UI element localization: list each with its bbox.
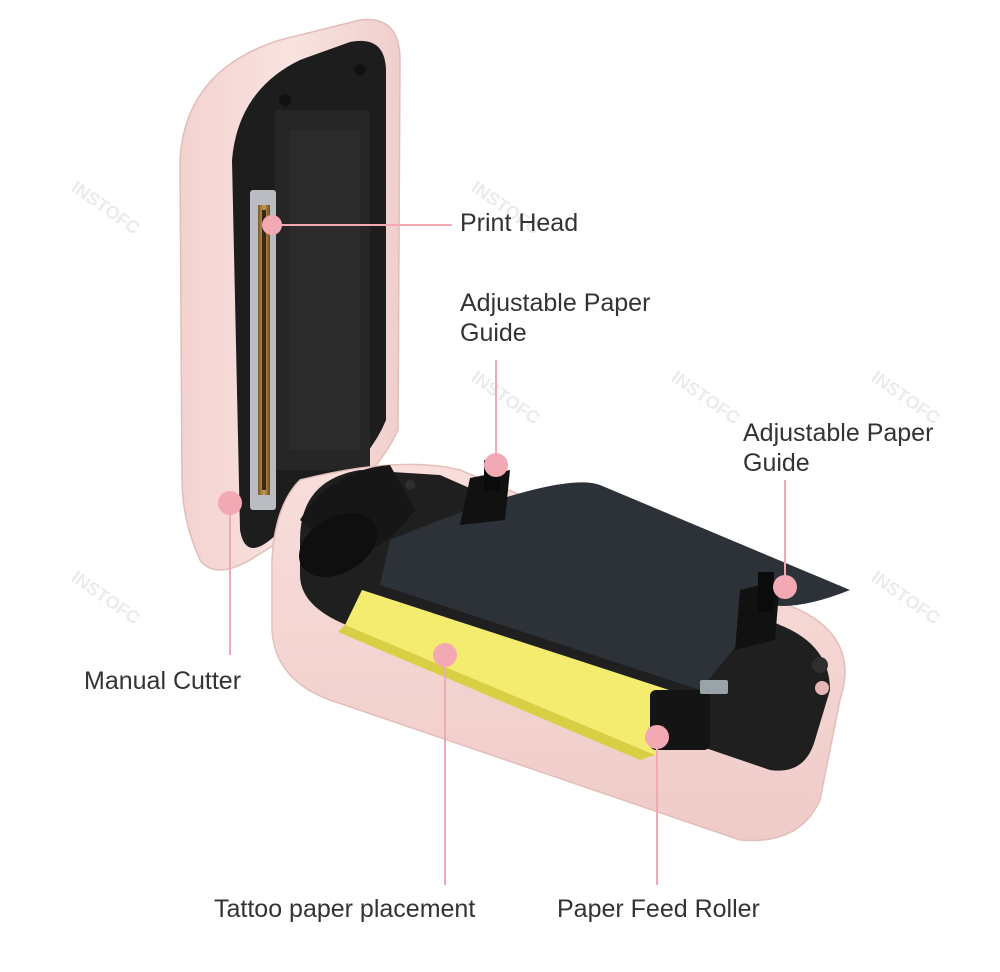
svg-text:INSTOFC: INSTOFC <box>68 177 144 239</box>
feed-roller-label: Paper Feed Roller <box>557 895 760 923</box>
tattoo-paper-label: Tattoo paper placement <box>214 895 476 923</box>
printer-base <box>271 460 850 842</box>
tattoo-paper-dot <box>433 643 457 667</box>
callout-lines <box>229 224 786 885</box>
paper-guide-left-dot <box>484 453 508 477</box>
manual-cutter-label: Manual Cutter <box>84 667 242 695</box>
svg-text:INSTOFC: INSTOFC <box>468 367 544 429</box>
roller-housing <box>299 465 415 578</box>
svg-text:INSTOFC: INSTOFC <box>868 567 944 629</box>
print-head <box>250 190 276 510</box>
paper-guide-left-label: Adjustable Paper Guide <box>460 288 650 348</box>
svg-text:INSTOFC: INSTOFC <box>668 367 744 429</box>
paper-guide-right-dot <box>773 575 797 599</box>
paper-guide-right-label-line-2: Guide <box>743 449 810 477</box>
print-head-label: Print Head <box>460 209 579 237</box>
paper-guide-right-label: Adjustable Paper Guide <box>743 418 933 478</box>
callout-dots <box>218 215 797 749</box>
paper-guide-right-label-line-1: Adjustable Paper <box>743 419 934 447</box>
svg-text:INSTOFC: INSTOFC <box>68 567 144 629</box>
tattoo-paper-roll <box>338 482 850 760</box>
paper-guide-right <box>735 572 780 650</box>
printer-lid <box>179 18 401 571</box>
feed-roller-dot <box>645 725 669 749</box>
paper-guide-left-label-line-2: Guide <box>460 319 527 347</box>
print-head-dot <box>262 215 282 235</box>
manual-cutter-dot <box>218 491 242 515</box>
paper-guide-left-label-line-1: Adjustable Paper <box>460 289 651 317</box>
